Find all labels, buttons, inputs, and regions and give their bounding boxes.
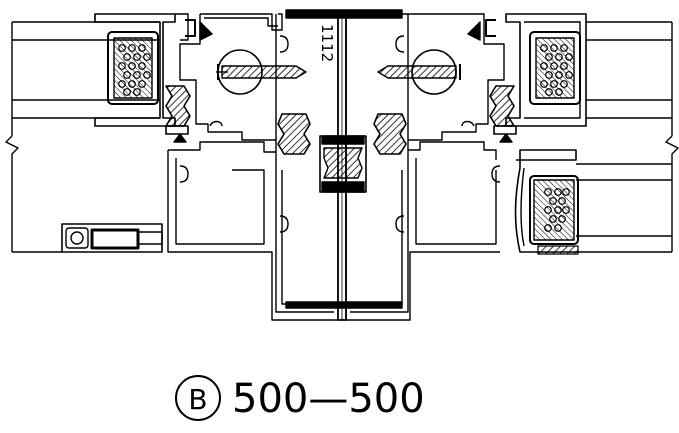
section-letter: B <box>188 383 207 416</box>
right-fixing-screw <box>377 49 461 95</box>
left-sill-bracket <box>61 223 163 253</box>
left-glazing-gasket <box>165 85 191 135</box>
right-lower-glass-unit <box>514 149 672 255</box>
section-range-label: 500—500 <box>232 376 425 422</box>
right-clip-bracket <box>467 19 496 41</box>
right-thermal-gasket <box>373 113 407 155</box>
right-upper-glass-unit <box>529 21 679 252</box>
left-spacer-bar <box>107 31 159 105</box>
left-clip-bracket <box>173 19 213 143</box>
left-thermal-gasket <box>277 113 311 155</box>
left-fixing-screw <box>216 49 307 95</box>
section-marker-circle <box>175 375 221 421</box>
right-glazing-gasket <box>489 85 517 143</box>
center-joint-gasket <box>319 135 367 193</box>
right-mullion-half <box>345 13 505 321</box>
left-mullion-half <box>167 13 338 321</box>
profile-code-label: 1112 <box>318 24 336 62</box>
